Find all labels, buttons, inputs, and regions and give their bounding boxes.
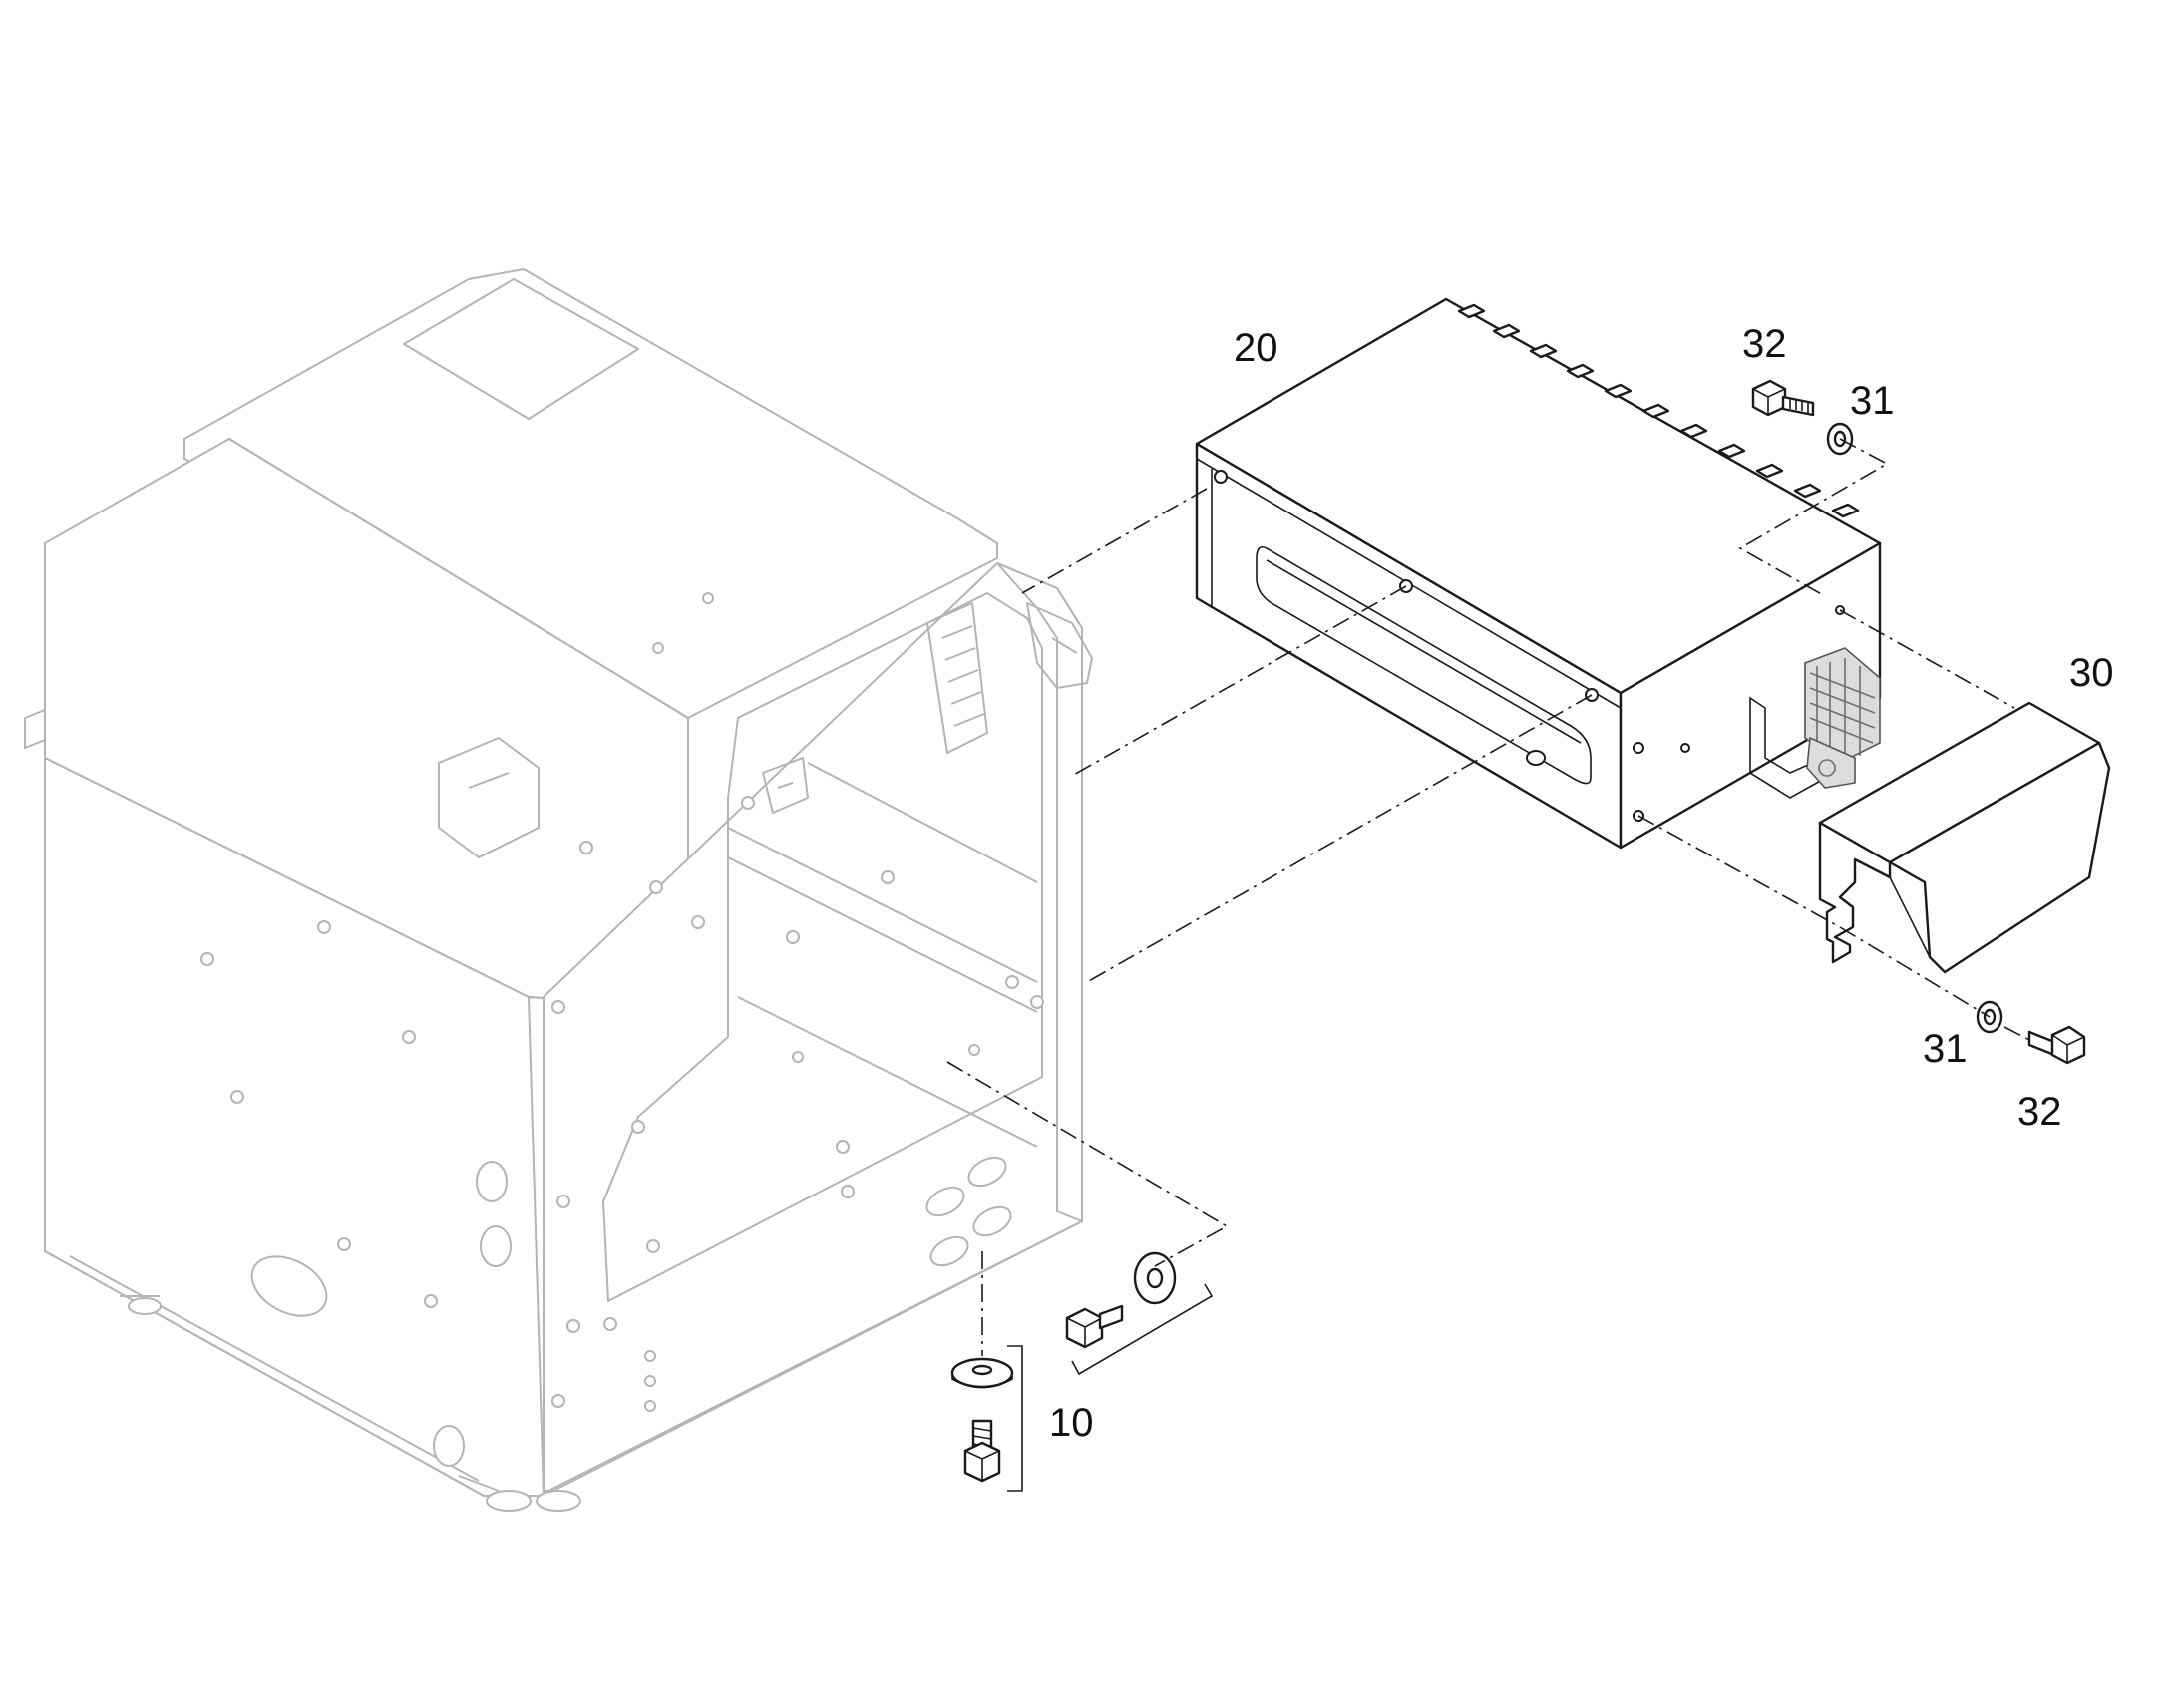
mount-washer-vertical[interactable] bbox=[950, 1357, 1014, 1389]
control-box[interactable] bbox=[1195, 297, 1882, 850]
bolt-top[interactable] bbox=[1751, 379, 1815, 417]
foot-center-2 bbox=[536, 1490, 581, 1512]
callout-washer-top: 31 bbox=[1850, 379, 1895, 423]
callout-bolt-bottom: 32 bbox=[2017, 1090, 2062, 1134]
cover-left-flange bbox=[1818, 821, 1892, 964]
vent-louvres bbox=[926, 602, 988, 754]
foot-center bbox=[486, 1490, 532, 1512]
lifting-lug bbox=[1026, 602, 1093, 689]
side-screw-3 bbox=[1680, 743, 1690, 753]
front-slot-window bbox=[1256, 545, 1592, 785]
cabinet-frame bbox=[24, 268, 1093, 1512]
mount-bolt-vertical[interactable] bbox=[963, 1419, 1001, 1483]
intake-notch bbox=[438, 737, 540, 858]
inner-shelf-lines bbox=[727, 762, 1038, 1148]
foot-left bbox=[128, 1297, 162, 1315]
side-slot bbox=[250, 1255, 328, 1317]
mount-washer-horizontal[interactable] bbox=[1133, 1251, 1177, 1305]
side-hinge bbox=[24, 709, 46, 749]
door-frame-strip bbox=[996, 562, 1083, 1222]
callout-cover: 30 bbox=[2069, 651, 2114, 695]
callout-bolt-top: 32 bbox=[1742, 322, 1787, 366]
assembly-leader-lines bbox=[946, 438, 2030, 1356]
cover-front bbox=[1888, 741, 2111, 974]
bolt-bottom[interactable] bbox=[2027, 1025, 2086, 1065]
panel-oval-1 bbox=[967, 1156, 1007, 1188]
cabinet-screws bbox=[200, 592, 1044, 1412]
front-screw-left bbox=[1214, 470, 1228, 484]
hood-front-edge bbox=[228, 438, 689, 719]
panel-oval-2 bbox=[925, 1186, 965, 1217]
callout-housing-assembly: 10 bbox=[1049, 1401, 1094, 1445]
side-hole-2 bbox=[480, 1225, 512, 1267]
panel-oval-4 bbox=[929, 1235, 969, 1267]
group-bracket-horizontal bbox=[1071, 1283, 1214, 1376]
top-tab-slots bbox=[1457, 303, 1860, 518]
inner-bracket bbox=[762, 757, 809, 814]
side-hole-1 bbox=[476, 1161, 508, 1202]
hood-panel-plate bbox=[403, 278, 639, 420]
callout-washer-bottom: 31 bbox=[1923, 1027, 1968, 1071]
side-hole-3 bbox=[433, 1425, 465, 1467]
cover[interactable] bbox=[1818, 701, 2111, 974]
group-bracket-vertical bbox=[1007, 1345, 1023, 1492]
side-screw-1 bbox=[1633, 742, 1644, 754]
mount-bolt-horizontal[interactable] bbox=[1065, 1304, 1124, 1349]
front-knob bbox=[1526, 750, 1546, 766]
door-opening-outline bbox=[602, 592, 1043, 1302]
bottom-skid bbox=[69, 1255, 500, 1492]
heatsink-bracket bbox=[1749, 647, 1881, 799]
panel-oval-3 bbox=[972, 1205, 1012, 1237]
washer-bottom[interactable] bbox=[1976, 1000, 2003, 1034]
callout-control-box: 20 bbox=[1234, 326, 1278, 370]
